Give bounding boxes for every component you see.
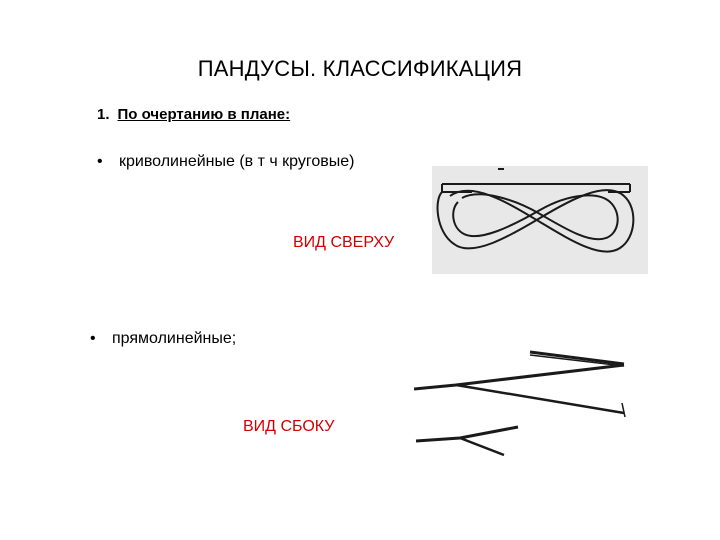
- heading-text: По очертанию в плане:: [117, 106, 291, 123]
- bullet-marker: •: [97, 153, 103, 170]
- slide-title: ПАНДУСЫ. КЛАССИФИКАЦИЯ: [197, 56, 523, 81]
- figure-eight-ramp-image: [432, 166, 648, 274]
- ramp-upper-line: [529, 350, 625, 366]
- ramp-lower-line: [455, 383, 625, 415]
- bullet-curvilinear: • криволинейные (в т ч круговые): [97, 153, 354, 171]
- bullet-text: криволинейные (в т ч круговые): [119, 153, 355, 170]
- small-ramp-lower: [459, 436, 505, 457]
- image-background: [432, 166, 648, 274]
- straight-ramp-image: [414, 350, 626, 457]
- bar-end-connectors: [441, 184, 631, 192]
- ramp-upper-line-edge: [529, 354, 625, 367]
- section-heading: 1. По очертанию в плане:: [97, 106, 290, 123]
- caption-side-view: ВИД СБОКУ: [243, 418, 335, 435]
- bullet-marker: •: [90, 330, 96, 347]
- ramp-end-tick: [621, 402, 626, 418]
- figure-eight-inner: [452, 193, 619, 241]
- bullet-straight: • прямолинейные;: [90, 330, 236, 348]
- figure-eight-outer: [436, 189, 635, 253]
- heading-number: 1.: [97, 106, 110, 123]
- bullet-text: прямолинейные;: [112, 330, 237, 347]
- small-ramp-upper: [415, 425, 519, 443]
- caption-top-view: ВИД СВЕРХУ: [293, 234, 395, 251]
- ramp-slope-line: [414, 363, 625, 391]
